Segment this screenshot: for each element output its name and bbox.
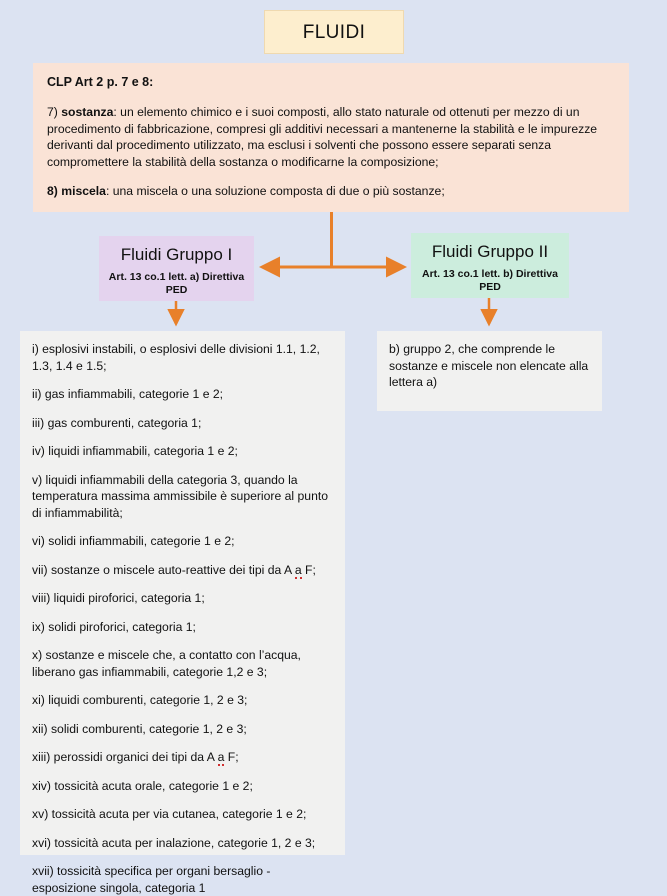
list-item: xvii) tossicità specifica per organi ber… (32, 864, 271, 895)
list-item: i) esplosivi instabili, o esplosivi dell… (32, 342, 320, 373)
list-item: ix) solidi piroforici, categoria 1; (32, 619, 196, 634)
clp-item-7-text: : un elemento chimico e i suoi composti,… (47, 105, 598, 169)
list-item: v) liquidi infiammabili della categoria … (32, 472, 329, 520)
clp-item-8: 8) miscela: una miscela o una soluzione … (47, 183, 615, 200)
clp-item-7-term: sostanza (61, 105, 114, 119)
group-2-title: Fluidi Gruppo II (431, 242, 549, 261)
list-item: vi) solidi infiammabili, categorie 1 e 2… (32, 534, 235, 548)
list-item: iii) gas comburenti, categoria 1; (32, 415, 202, 430)
list-item: xii) solidi comburenti, categorie 1, 2 e… (32, 721, 247, 736)
group-1-subtitle: Art. 13 co.1 lett. a) Direttiva PED (108, 271, 245, 296)
group-box-fluidi-gruppo-1: Fluidi Gruppo I Art. 13 co.1 lett. a) Di… (99, 236, 254, 301)
list-item: xiv) tossicità acuta orale, categorie 1 … (32, 778, 253, 793)
clp-heading: CLP Art 2 p. 7 e 8: (47, 75, 154, 89)
list-item: vii) sostanze o miscele auto-reattive de… (32, 562, 316, 579)
group-1-list-box: i) esplosivi instabili, o esplosivi dell… (20, 331, 345, 895)
group-2-subtitle: Art. 13 co.1 lett. b) Direttiva PED (422, 268, 558, 293)
page-title: FLUIDI (302, 21, 366, 43)
spellcheck-marked-word: a (294, 562, 302, 579)
clp-item-8-number: 8) (47, 184, 62, 198)
diagram-title-box: FLUIDI (264, 10, 404, 54)
spellcheck-marked-word: a (217, 750, 225, 766)
group-2-list-box: b) gruppo 2, che comprende le sostanze e… (377, 331, 602, 411)
clp-definition-box: CLP Art 2 p. 7 e 8: 7) sostanza: un elem… (33, 63, 629, 212)
list-item: xiii) perossidi organici dei tipi da A a… (32, 750, 239, 766)
group-1-title: Fluidi Gruppo I (120, 245, 233, 264)
diagram-canvas: FLUIDI CLP Art 2 p. 7 e 8: 7) sostanza: … (20, 10, 629, 895)
clp-item-7-number: 7) (47, 105, 62, 119)
clp-item-8-text: : una miscela o una soluzione composta d… (105, 184, 445, 198)
clp-item-7: 7) sostanza: un elemento chimico e i suo… (47, 104, 615, 170)
list-item: xv) tossicità acuta per via cutanea, cat… (32, 807, 307, 821)
list-item: xi) liquidi comburenti, categorie 1, 2 e… (32, 693, 248, 707)
list-item: ii) gas infiammabili, categorie 1 e 2; (32, 387, 224, 401)
list-item: b) gruppo 2, che comprende le sostanze e… (389, 342, 589, 389)
group-box-fluidi-gruppo-2: Fluidi Gruppo II Art. 13 co.1 lett. b) D… (411, 233, 569, 298)
list-item: viii) liquidi piroforici, categoria 1; (32, 591, 205, 605)
list-item: iv) liquidi infiammabili, categoria 1 e … (32, 444, 238, 458)
list-item: xvi) tossicità acuta per inalazione, cat… (32, 835, 316, 850)
clp-item-8-term: miscela (61, 184, 106, 198)
list-item: x) sostanze e miscele che, a contatto co… (32, 648, 301, 679)
